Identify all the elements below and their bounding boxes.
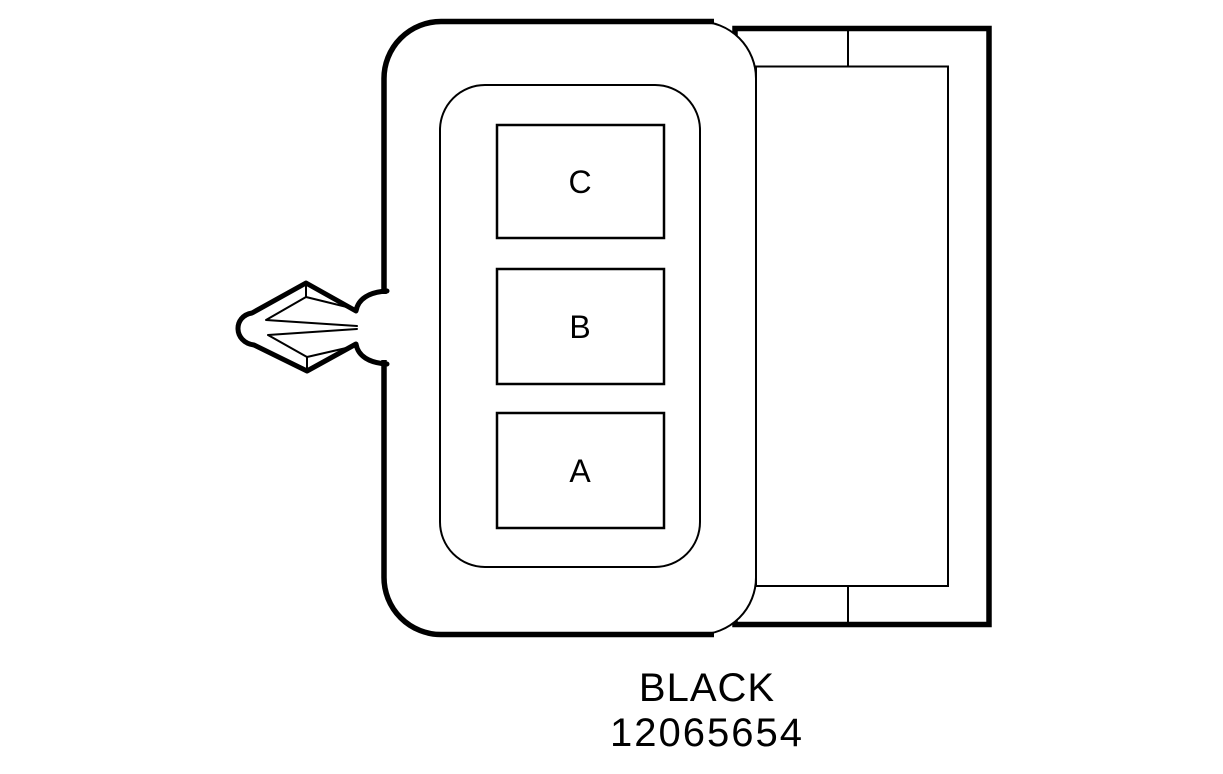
cavity-b-label: B: [569, 309, 590, 345]
cavity-b: B: [495, 267, 666, 386]
rear-housing-outline: [732, 25, 992, 628]
cavity-a-label: A: [569, 453, 591, 489]
connector-part-number: 12065654: [610, 711, 804, 755]
body-face-inset: [439, 84, 701, 568]
rear-housing-view: [732, 25, 992, 628]
mounting-clip-inner-edges: [265, 282, 358, 372]
cavity-c-box: [495, 123, 666, 240]
cavity-a-box: [495, 411, 666, 530]
cavity-c: C: [495, 123, 666, 240]
mounting-clip-outline: [235, 280, 390, 374]
connector-color-label: BLACK: [638, 666, 776, 710]
mounting-clip: [235, 280, 390, 374]
diagram-caption: BLACK 12065654: [610, 666, 804, 756]
cavity-b-box: [495, 267, 666, 386]
cavity-a: A: [495, 411, 666, 530]
cavity-c-label: C: [568, 164, 591, 200]
terminal-cavity-group: C B A: [495, 123, 666, 530]
wall-opening: [381, 294, 390, 360]
